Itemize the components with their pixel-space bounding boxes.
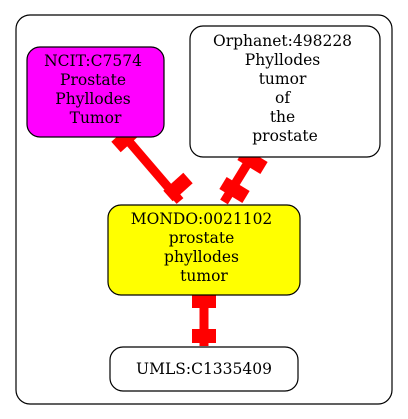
edge-layer [111, 123, 268, 346]
edge-ncit-mondo-marker [163, 172, 193, 202]
node-orphanet[interactable]: Orphanet:498228 Phyllodes tumor of the p… [189, 25, 381, 158]
node-orphanet-line: tumor [259, 70, 307, 88]
node-mondo-line: prostate [169, 229, 235, 247]
node-ncit-line: NCIT:C7574 [44, 52, 142, 70]
node-layer: NCIT:C7574 Prostate Phyllodes Tumor Orph… [26, 25, 381, 392]
node-ncit-line: Phyllodes [55, 90, 131, 108]
node-mondo-line: phyllodes [164, 248, 239, 266]
node-umls-box [109, 346, 299, 392]
node-umls-line: UMLS:C1335409 [136, 360, 272, 378]
node-ncit-box [26, 46, 165, 138]
node-mondo-line: tumor [180, 267, 228, 285]
node-mondo-label: MONDO:0021102 prostate phyllodes tumor [131, 210, 277, 285]
edge-orphanet-mondo-marker [219, 177, 250, 203]
node-orphanet-box [189, 25, 381, 158]
node-umls[interactable]: UMLS:C1335409 [109, 346, 299, 392]
node-umls-label: UMLS:C1335409 [136, 360, 272, 378]
node-ncit-line: Prostate [60, 71, 126, 89]
node-orphanet-line: Phyllodes [245, 51, 321, 69]
edge-mondo-umls [192, 294, 216, 346]
node-orphanet-line: prostate [252, 127, 318, 145]
node-mondo-line: MONDO:0021102 [131, 210, 273, 228]
node-mondo[interactable]: MONDO:0021102 prostate phyllodes tumor [107, 204, 301, 296]
node-orphanet-line: Orphanet:498228 [213, 32, 352, 50]
node-mondo-box [107, 204, 301, 296]
node-ncit-line: Tumor [70, 109, 122, 127]
node-orphanet-label: Orphanet:498228 Phyllodes tumor of the p… [213, 32, 357, 145]
node-ncit[interactable]: NCIT:C7574 Prostate Phyllodes Tumor [26, 46, 165, 138]
node-orphanet-line: of [275, 89, 291, 107]
node-orphanet-line: the [270, 108, 295, 126]
node-ncit-label: NCIT:C7574 Prostate Phyllodes Tumor [44, 52, 147, 127]
